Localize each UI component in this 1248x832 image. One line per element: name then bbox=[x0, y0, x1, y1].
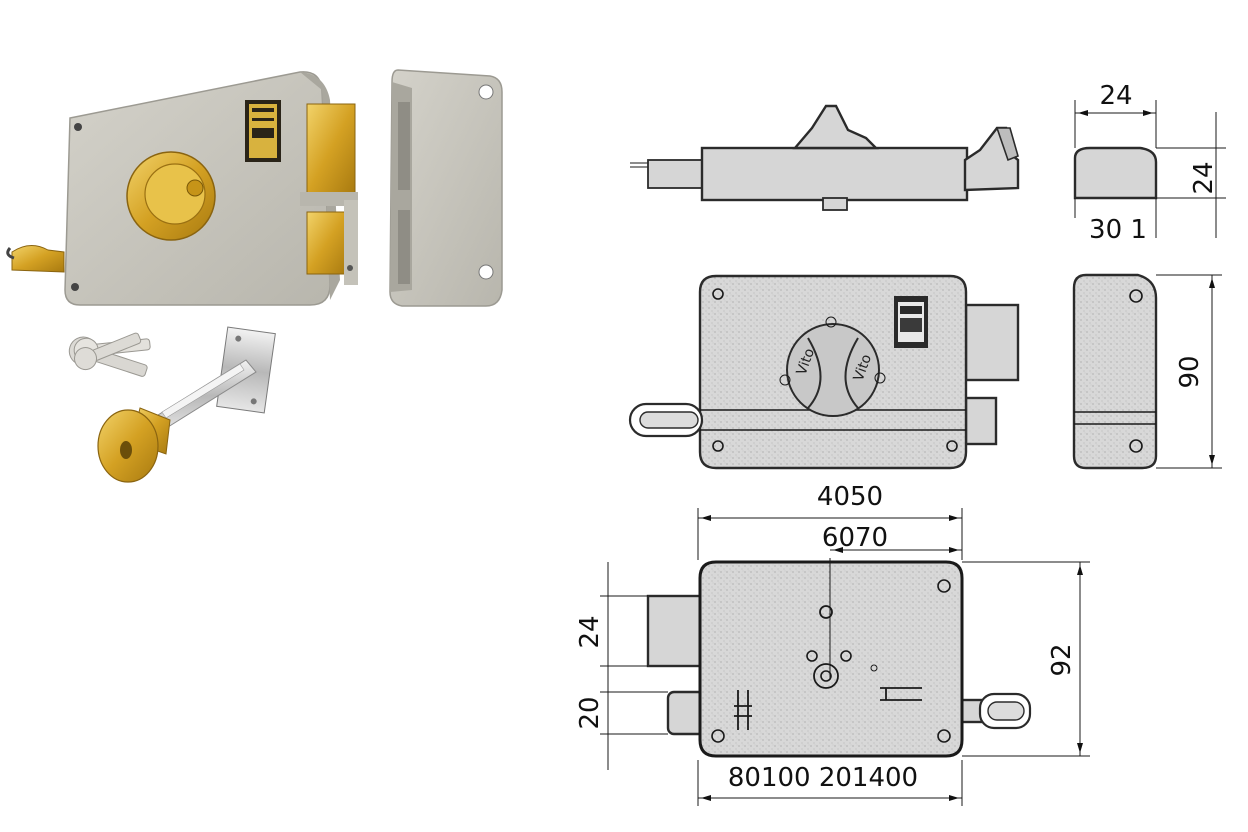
rear-view: 4050 6070 24 20 92 80100 201400 bbox=[575, 482, 1090, 806]
front-view: Vito Vito bbox=[628, 274, 1020, 470]
dim-bottom-left-upper: 24 bbox=[575, 615, 605, 648]
dim-top-width: 24 bbox=[1099, 81, 1132, 111]
lock-body-photo bbox=[6, 71, 358, 306]
dim-bottom-width-inner: 6070 bbox=[822, 523, 888, 553]
keys-photo bbox=[68, 332, 151, 377]
cylinder-extension-photo bbox=[97, 326, 276, 483]
side-view: 90 bbox=[1072, 273, 1222, 470]
dim-top-note: 30 1 bbox=[1089, 215, 1147, 245]
dim-bottom-right-height: 92 bbox=[1047, 643, 1077, 676]
dim-top-height: 24 bbox=[1189, 161, 1219, 194]
end-profile-view: 24 24 30 1 bbox=[1073, 81, 1226, 245]
dim-bottom-left-lower: 20 bbox=[575, 696, 605, 729]
strike-plate-photo bbox=[389, 69, 503, 307]
dim-bottom-width-outer: 4050 bbox=[817, 482, 883, 512]
dim-side-height: 90 bbox=[1175, 355, 1205, 388]
top-elevation-view bbox=[630, 104, 1020, 211]
dim-bottom-footer: 80100 201400 bbox=[728, 763, 918, 793]
